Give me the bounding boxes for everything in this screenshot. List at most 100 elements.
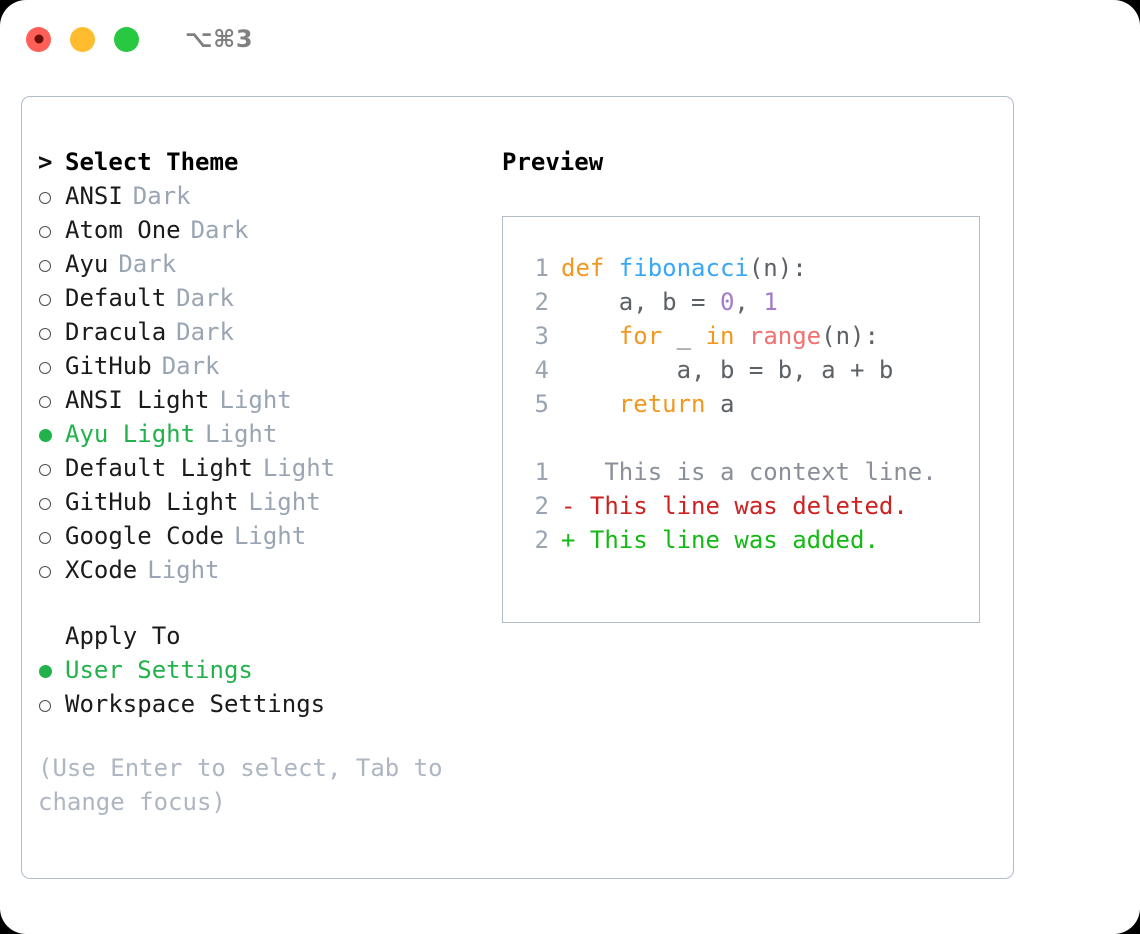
theme-list-item[interactable]: ANSI Light Light bbox=[38, 383, 498, 417]
maximize-button[interactable] bbox=[114, 26, 139, 52]
theme-variant-tag: Light bbox=[147, 556, 220, 584]
diff-text: This line was added. bbox=[575, 526, 879, 554]
diff-sample: 1 This is a context line. 2- This line wa… bbox=[519, 455, 979, 557]
code-token-plain: (n): bbox=[748, 254, 807, 282]
code-line-number: 1 bbox=[534, 254, 549, 282]
radio-unselected-icon[interactable] bbox=[38, 385, 65, 419]
code-token-plain: (n): bbox=[821, 322, 879, 350]
diff-line-number: 2 bbox=[534, 526, 549, 554]
code-token-plain: a bbox=[705, 390, 735, 418]
theme-list-item[interactable]: ANSI Dark bbox=[38, 179, 498, 213]
diff-marker: - bbox=[561, 492, 576, 520]
radio-unselected-icon[interactable] bbox=[38, 555, 65, 589]
theme-list-item[interactable]: Ayu Light Light bbox=[38, 417, 498, 451]
diff-line-number: 1 bbox=[534, 458, 549, 486]
radio-selected-icon[interactable] bbox=[38, 655, 65, 689]
theme-list-item[interactable]: Atom One Dark bbox=[38, 213, 498, 247]
spacer bbox=[38, 587, 498, 619]
preview-title: Preview bbox=[502, 148, 604, 176]
code-token-plain: a, b = bbox=[561, 288, 720, 316]
code-token-plain: , bbox=[734, 288, 764, 316]
radio-unselected-icon[interactable] bbox=[38, 215, 65, 249]
radio-unselected-icon[interactable] bbox=[38, 689, 65, 723]
theme-name: Atom One bbox=[65, 216, 181, 244]
theme-variant-tag: Dark bbox=[190, 216, 249, 244]
code-token-kw: for bbox=[618, 322, 663, 350]
theme-name: ANSI Light bbox=[65, 386, 210, 414]
code-line: 5 return a bbox=[519, 387, 979, 421]
diff-text: This line was deleted. bbox=[575, 492, 908, 520]
theme-name: Default Light bbox=[65, 454, 253, 482]
code-line-number: 4 bbox=[534, 356, 549, 384]
diff-line-number: 2 bbox=[534, 492, 549, 520]
code-token-num: 1 bbox=[763, 288, 778, 316]
theme-name: Ayu bbox=[65, 250, 109, 278]
diff-text: This is a context line. bbox=[575, 458, 937, 486]
apply-to-option-label: Workspace Settings bbox=[65, 690, 326, 718]
indent-spacer: o bbox=[38, 619, 65, 653]
code-line-number: 2 bbox=[534, 288, 549, 316]
theme-list-item[interactable]: Default Dark bbox=[38, 281, 498, 315]
code-token-builtin: range bbox=[748, 322, 822, 350]
select-theme-heading: > Select Theme bbox=[38, 145, 498, 179]
theme-list-item[interactable]: Dracula Dark bbox=[38, 315, 498, 349]
radio-unselected-icon[interactable] bbox=[38, 521, 65, 555]
window-controls bbox=[26, 26, 139, 52]
code-token-plain: a, b = b, a + b bbox=[561, 356, 894, 384]
theme-name: GitHub bbox=[65, 352, 152, 380]
theme-name: Ayu Light bbox=[65, 420, 196, 448]
theme-variant-tag: Dark bbox=[132, 182, 191, 210]
code-token-plain: _ bbox=[662, 322, 706, 350]
theme-variant-tag: Light bbox=[205, 420, 278, 448]
theme-name: Dracula bbox=[65, 318, 167, 346]
code-token-kw: return bbox=[618, 390, 706, 418]
code-token-kw: in bbox=[705, 322, 735, 350]
radio-unselected-icon[interactable] bbox=[38, 283, 65, 317]
radio-selected-icon[interactable] bbox=[38, 419, 65, 453]
radio-unselected-icon[interactable] bbox=[38, 351, 65, 385]
radio-unselected-icon[interactable] bbox=[38, 181, 65, 215]
diff-line: 2 + This line was added. bbox=[519, 523, 979, 557]
close-button[interactable] bbox=[26, 26, 51, 52]
radio-unselected-icon[interactable] bbox=[38, 249, 65, 283]
theme-list-item[interactable]: XCode Light bbox=[38, 553, 498, 587]
apply-to-option[interactable]: User Settings bbox=[38, 653, 498, 687]
code-token-fn: fibonacci bbox=[618, 254, 749, 282]
minimize-button[interactable] bbox=[70, 26, 95, 52]
theme-name: XCode bbox=[65, 556, 138, 584]
radio-unselected-icon[interactable] bbox=[38, 487, 65, 521]
apply-to-option[interactable]: Workspace Settings bbox=[38, 687, 498, 721]
theme-variant-tag: Light bbox=[219, 386, 292, 414]
theme-name: ANSI bbox=[65, 182, 123, 210]
radio-unselected-icon[interactable] bbox=[38, 453, 65, 487]
theme-variant-tag: Dark bbox=[176, 284, 234, 312]
code-token-plain bbox=[561, 319, 619, 353]
theme-name: Default bbox=[65, 284, 167, 312]
prompt-marker-icon: > bbox=[38, 148, 53, 176]
apply-to-heading: o Apply To bbox=[38, 619, 498, 653]
diff-marker: + bbox=[561, 526, 576, 554]
theme-variant-tag: Light bbox=[233, 522, 307, 550]
keyboard-hint: (Use Enter to select, Tab to change focu… bbox=[38, 754, 443, 816]
code-token-plain bbox=[734, 319, 748, 353]
theme-name: GitHub Light bbox=[65, 488, 239, 516]
theme-variant-tag: Dark bbox=[176, 318, 234, 346]
keyboard-shortcut-label: ⌥⌘3 bbox=[185, 25, 254, 53]
titlebar: ⌥⌘3 bbox=[0, 0, 1140, 78]
code-line: 4 a, b = b, a + b bbox=[519, 353, 979, 387]
radio-unselected-icon[interactable] bbox=[38, 317, 65, 351]
code-line-number: 5 bbox=[534, 390, 549, 418]
